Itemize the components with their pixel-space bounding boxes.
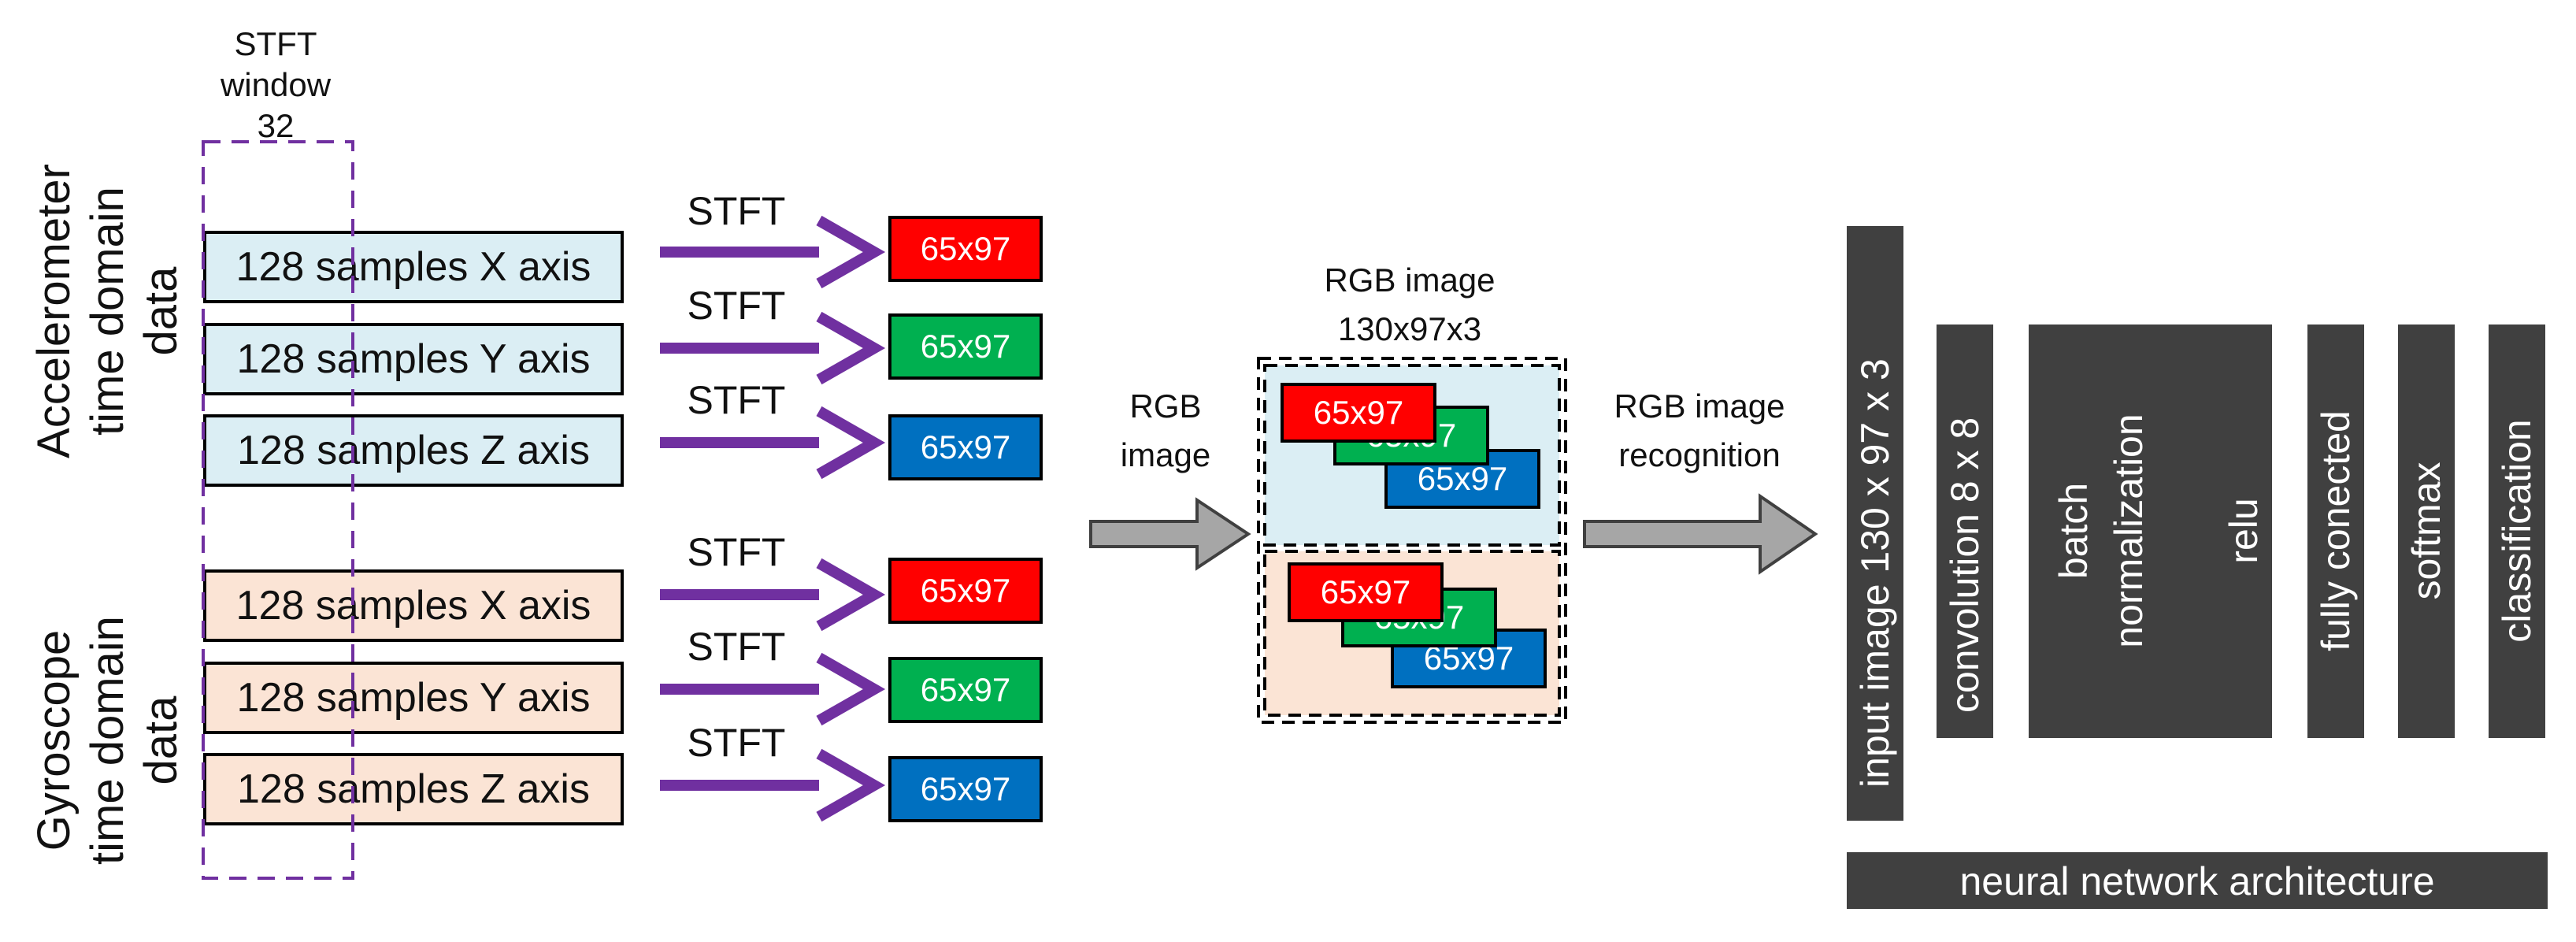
rgb-image-arrow-label-1: RGB <box>1129 388 1201 425</box>
tile-red <box>888 558 1043 624</box>
gyro-sample-box-y <box>203 662 624 734</box>
stft-row-accel-y: STFT 65x97 <box>660 284 1043 385</box>
accelerometer-label-line2: time domain <box>82 187 133 436</box>
gyro-sample-y: 128 samples Y axis <box>236 675 590 721</box>
nn-layer-classification-label: classification <box>2495 419 2539 642</box>
nn-layer-fc <box>2307 325 2364 738</box>
stft-arrow-head <box>816 406 886 480</box>
stft-row-gyro-z: STFT 65x97 <box>660 721 1043 822</box>
nn-title: neural network architecture <box>1959 859 2434 903</box>
nn-layer-batch <box>2029 325 2227 738</box>
stacked-tile-red <box>1281 383 1436 443</box>
nn-layer-classification <box>2489 325 2545 738</box>
tile-label: 65x97 <box>1314 394 1403 431</box>
nn-layer-fc-label: fully conected <box>2314 410 2358 651</box>
gyro-sample-x: 128 samples X axis <box>236 583 591 629</box>
stft-label: STFT <box>688 284 786 328</box>
tile-green <box>888 313 1043 380</box>
rgb-image-outer-frame <box>1257 357 1567 724</box>
gyroscope-label-line2: time domain <box>82 616 133 865</box>
stft-label: STFT <box>688 530 786 574</box>
tile-label: 65x97 <box>921 671 1010 708</box>
nn-layer-relu-label: relu <box>2222 498 2266 563</box>
stft-window-label-3: 32 <box>258 107 295 144</box>
tile-label: 65x97 <box>921 328 1010 365</box>
stft-window-frame <box>202 140 354 880</box>
accel-sample-box-y <box>203 323 624 395</box>
rgb-image-arrow-label-2: image <box>1121 436 1210 473</box>
gyroscope-label: Gyroscope time domain data <box>28 616 187 865</box>
accel-sample-z: 128 samples Z axis <box>237 428 590 473</box>
nn-layer-conv-label: convolution 8 x 8 <box>1943 417 1987 713</box>
nn-layer-input <box>1847 226 1903 821</box>
nn-layer-batch-label-2: normalization <box>2107 414 2151 647</box>
stft-window-label-1: STFT <box>235 25 317 62</box>
nn-layer-batch-label-1: batch <box>2052 483 2096 579</box>
accelerometer-label-line3: data <box>135 266 187 356</box>
tile-blue <box>888 756 1043 822</box>
gyroscope-label-line1: Gyroscope <box>28 630 80 851</box>
nn-layer-input-label: input image 130 x 97 x 3 <box>1853 358 1897 788</box>
tile-red <box>888 216 1043 282</box>
recognition-arrow <box>1583 493 1818 575</box>
tile-label: 65x97 <box>921 428 1010 465</box>
stft-row-gyro-x: STFT 65x97 <box>660 530 1043 632</box>
gyro-sample-z: 128 samples Z axis <box>237 766 590 812</box>
nn-title-bar <box>1847 852 2548 909</box>
stft-arrow-head <box>816 311 886 385</box>
nn-layer-conv <box>1937 325 1993 738</box>
stft-label: STFT <box>688 378 786 422</box>
rgb-image-title-1: RGB image <box>1324 261 1495 299</box>
accel-sample-x: 128 samples X axis <box>236 244 591 290</box>
accelerometer-label: Accelerometer time domain data <box>28 164 187 458</box>
tile-blue <box>888 414 1043 480</box>
stft-row-accel-x: STFT 65x97 <box>660 189 1043 289</box>
tile-label: 65x97 <box>921 770 1010 807</box>
nn-layer-softmax <box>2398 325 2455 738</box>
stft-arrow-head <box>816 215 886 289</box>
rgb-image-arrow <box>1089 497 1251 571</box>
stft-row-accel-z: STFT 65x97 <box>660 378 1043 480</box>
tile-label: 65x97 <box>1418 460 1507 497</box>
accel-sample-box-z <box>203 414 624 487</box>
tile-green <box>888 657 1043 723</box>
stft-label: STFT <box>688 625 786 669</box>
stft-label: STFT <box>688 721 786 765</box>
stft-arrow-head <box>816 652 886 726</box>
tile-label: 65x97 <box>921 230 1010 267</box>
stft-label: STFT <box>688 189 786 233</box>
stft-window-label-2: window <box>220 66 332 103</box>
accelerometer-label-line1: Accelerometer <box>28 164 80 458</box>
stft-arrow-head <box>816 748 886 822</box>
recognition-label-2: recognition <box>1618 436 1780 473</box>
tile-label: 65x97 <box>921 572 1010 609</box>
gyroscope-label-line3: data <box>135 695 187 785</box>
gyro-sample-box-z <box>203 753 624 825</box>
nn-layer-softmax-label: softmax <box>2404 462 2448 599</box>
stacked-tile-red <box>1288 562 1444 622</box>
stft-arrow-head <box>816 558 886 632</box>
stft-row-gyro-y: STFT 65x97 <box>660 625 1043 726</box>
rgb-image-title-2: 130x97x3 <box>1338 310 1481 347</box>
nn-layer-relu <box>2215 325 2272 738</box>
tile-label: 65x97 <box>1321 573 1410 610</box>
gyro-sample-box-x <box>203 569 624 642</box>
recognition-label-1: RGB image <box>1614 388 1785 425</box>
accel-sample-y: 128 samples Y axis <box>236 336 590 382</box>
